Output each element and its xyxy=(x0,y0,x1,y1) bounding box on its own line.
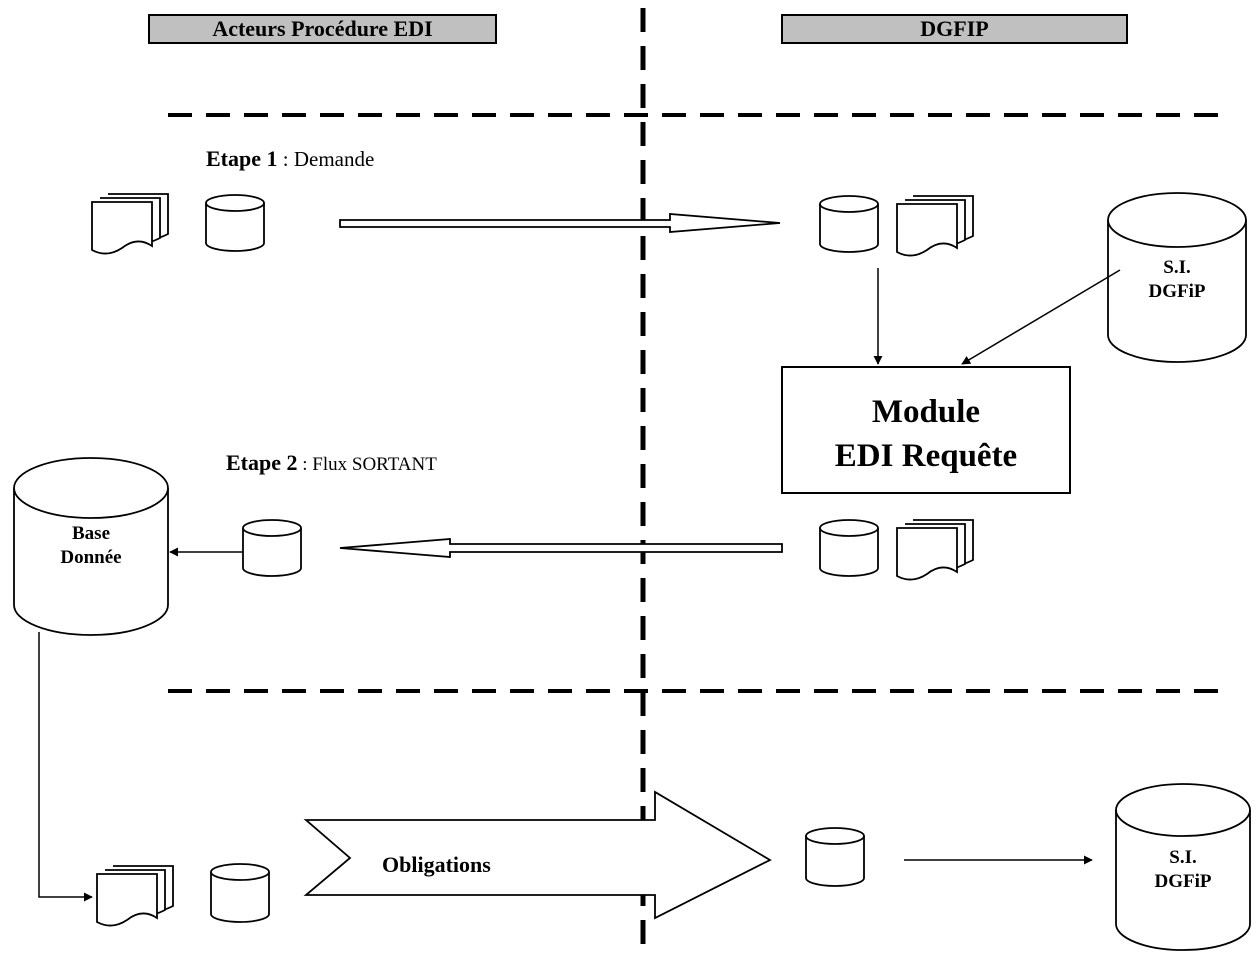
outgoing-flux-arrow xyxy=(339,538,783,558)
si-bottom-line-2: DGFiP xyxy=(1154,871,1212,892)
si-dgfip-database-icon xyxy=(1107,192,1247,363)
document-stack-icon xyxy=(96,865,174,927)
small-database-icon xyxy=(205,194,265,252)
header-dgfip: DGFIP xyxy=(781,14,1128,44)
base-line-2: Donnée xyxy=(60,547,122,568)
header-acteurs: Acteurs Procédure EDI xyxy=(148,14,497,44)
small-database-icon xyxy=(819,519,879,577)
si-bottom-line-1: S.I. xyxy=(1169,847,1197,868)
base-donnee-label: Base Donnée xyxy=(14,522,168,570)
module-title-line-2: EDI Requête xyxy=(834,438,1018,474)
si-dgfip-top-label: S.I. DGFiP xyxy=(1108,256,1246,304)
small-database-icon xyxy=(210,863,270,923)
base-donnee-database-icon xyxy=(13,457,169,636)
si-top-line-1: S.I. xyxy=(1163,257,1191,278)
small-database-icon xyxy=(242,519,302,577)
si-dgfip-database-icon xyxy=(1115,783,1251,951)
base-line-1: Base xyxy=(72,523,110,544)
small-database-icon xyxy=(819,195,879,253)
module-edi-requete: Module EDI Requête xyxy=(781,366,1071,494)
step-1-number: Etape 1 xyxy=(206,146,278,171)
module-title-line-1: Module xyxy=(871,394,981,430)
small-database-icon xyxy=(805,827,865,887)
step-1-label: Etape 1 : Demande xyxy=(206,146,374,172)
document-stack-icon xyxy=(91,193,169,255)
arrow-si-to-module xyxy=(961,269,1121,365)
request-arrow xyxy=(339,213,781,233)
step-2-number: Etape 2 xyxy=(226,450,298,475)
si-top-line-2: DGFiP xyxy=(1148,281,1206,302)
step-2-label: Etape 2 : Flux SORTANT xyxy=(226,450,441,476)
obligations-arrow xyxy=(303,790,772,920)
base-to-documents-connector xyxy=(38,632,93,902)
si-dgfip-bottom-label: S.I. DGFiP xyxy=(1116,846,1250,894)
document-stack-icon xyxy=(896,195,974,257)
step-1-text: : Demande xyxy=(277,147,375,171)
obligations-label: Obligations xyxy=(382,852,491,877)
document-stack-icon xyxy=(896,519,974,581)
step-2-text: : Flux SORTANT xyxy=(297,454,437,475)
